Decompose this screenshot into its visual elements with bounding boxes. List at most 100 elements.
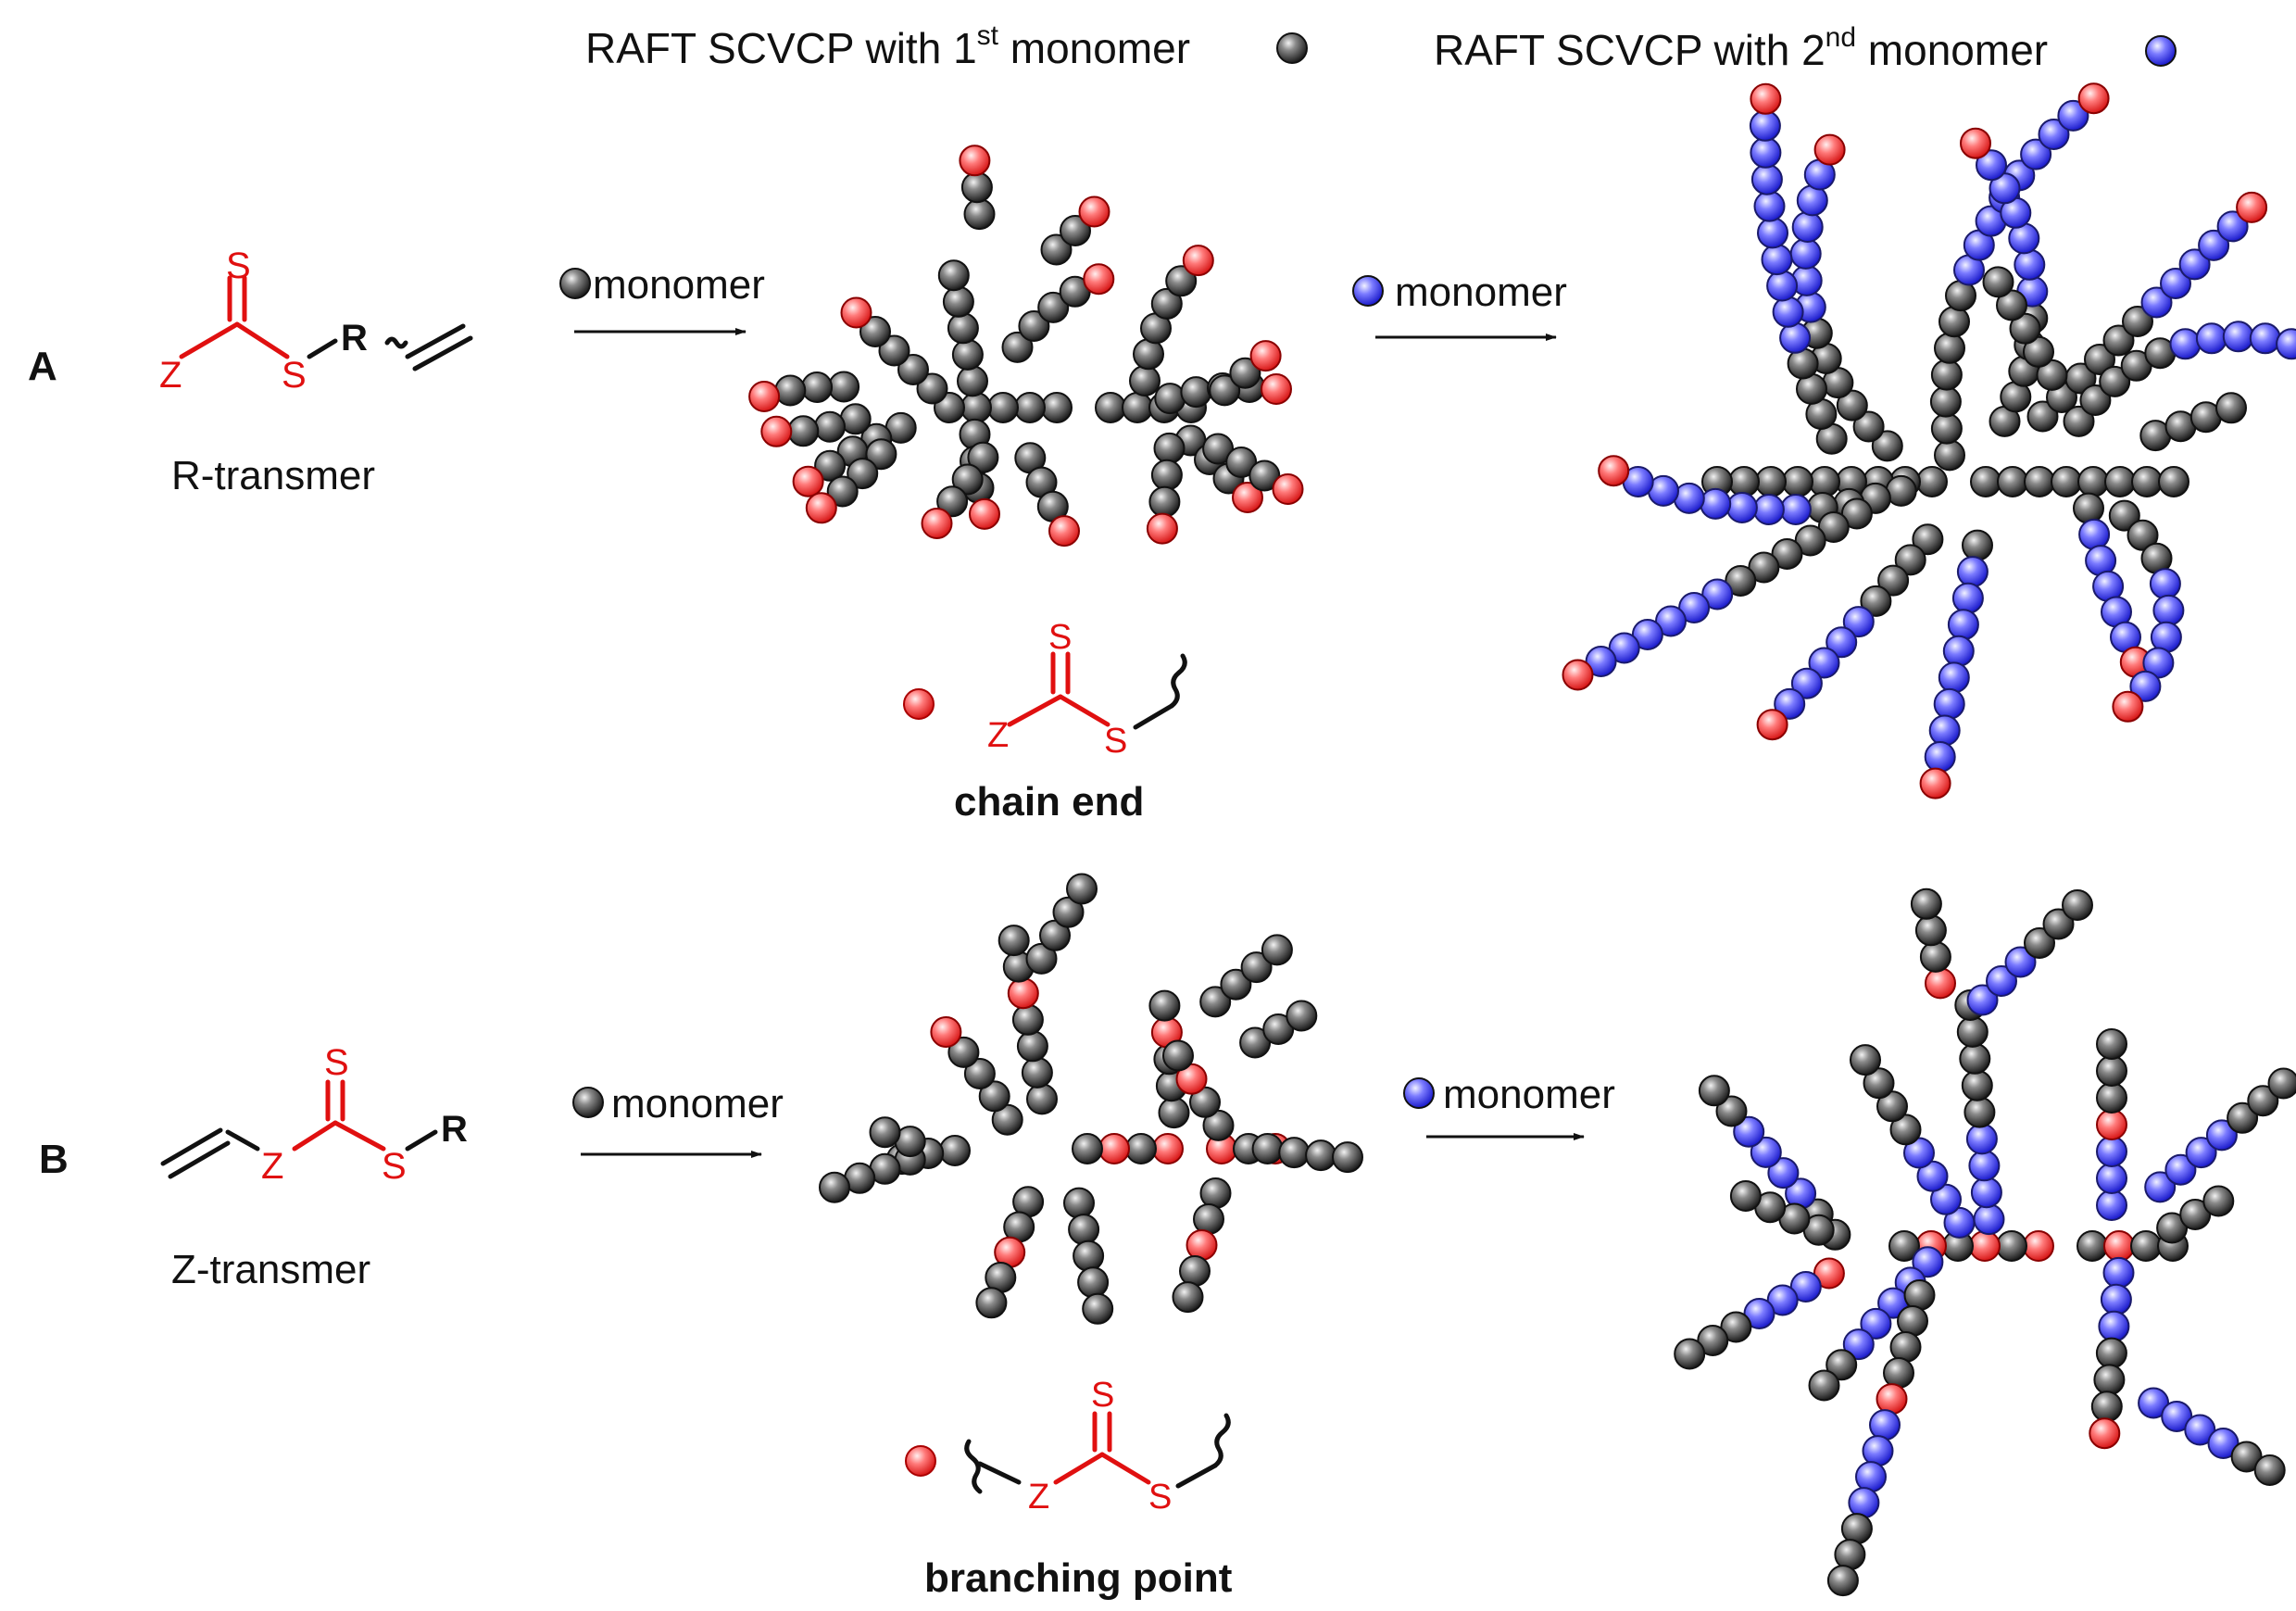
second-monomer-bead (1749, 109, 1781, 142)
second-monomer-bead (1761, 244, 1793, 276)
second-monomer-bead (2078, 518, 2111, 550)
first-monomer-bead (2215, 392, 2247, 424)
first-monomer-bead (2036, 359, 2068, 391)
header-step-2-text: RAFT SCVCP with 2 (1434, 26, 1826, 74)
first-monomer-bead (2247, 1085, 2279, 1117)
second-monomer-bead (2096, 1163, 2127, 1194)
first-monomer-bead (2099, 365, 2131, 397)
second-monomer-bead (2096, 1136, 2127, 1167)
first-monomer-bead (1794, 524, 1826, 557)
header-step-1-suffix: monomer (998, 24, 1190, 72)
second-monomer-bead (2249, 322, 2281, 355)
first-monomer-bead (1040, 233, 1073, 266)
second-monomer-bead (1808, 647, 1840, 679)
second-monomer-bead (1678, 592, 1711, 623)
legend-a-s-side: S (1104, 722, 1127, 761)
raft-group-bead (2096, 1109, 2127, 1140)
first-monomer-bead (865, 438, 897, 471)
first-monomer-bead (1018, 310, 1050, 342)
first-monomer-bead (2042, 908, 2075, 940)
first-monomer-bead (1179, 1255, 1211, 1287)
first-monomer-bead (787, 415, 820, 447)
first-monomer-bead (1153, 432, 1186, 464)
second-monomer-bead (2207, 1428, 2240, 1459)
row-b-arrow-1-label: monomer (611, 1081, 784, 1126)
r-transmer-s-side: S (282, 355, 307, 396)
first-monomer-bead (1011, 1003, 1044, 1036)
second-monomer-bead (1989, 172, 2021, 205)
first-monomer-bead (1840, 1513, 1873, 1545)
raft-group-bead (1249, 340, 1282, 372)
second-monomer-bead (2102, 1256, 2135, 1289)
first-monomer-bead (1938, 306, 1970, 338)
first-monomer-bead (951, 463, 984, 496)
second-monomer-bead (2164, 1153, 2197, 1186)
first-monomer-bead (2009, 312, 2041, 345)
first-monomer-icon (572, 1087, 604, 1118)
raft-group-bead (2112, 690, 2144, 723)
second-monomer-bead (2144, 1171, 2177, 1203)
first-monomer-bead (1037, 291, 1070, 323)
first-monomer-bead (1199, 1177, 1232, 1209)
branching-point-label: branching point (924, 1555, 1233, 1601)
row-a-arrow-1-label: monomer (593, 262, 765, 308)
first-monomer-bead (2096, 1055, 2127, 1087)
second-monomer-bead (1986, 965, 2017, 997)
r-transmer-z: Z (159, 355, 182, 396)
first-monomer-icon (559, 268, 591, 299)
first-monomer-bead (1860, 585, 1892, 617)
first-monomer-bead (951, 338, 984, 371)
first-monomer-bead (1014, 392, 1046, 423)
legend-b-s-top: S (1091, 1376, 1114, 1415)
legend-b-s-side: S (1148, 1478, 1172, 1517)
first-monomer-bead (1202, 1109, 1235, 1141)
raft-group-bead (1969, 1230, 2001, 1262)
first-monomer-bead (1073, 1240, 1105, 1272)
first-monomer-bead (2131, 466, 2163, 497)
second-monomer-bead (1848, 1487, 1880, 1519)
first-monomer-bead (1172, 1281, 1204, 1314)
raft-group-bead (1078, 195, 1110, 228)
second-monomer-bead (2205, 1119, 2238, 1152)
second-monomer-bead (1951, 582, 1984, 614)
second-monomer-bead (1752, 494, 1785, 525)
legend-b-z: Z (1028, 1478, 1049, 1517)
raft-group-bead (1876, 1383, 1908, 1416)
raft-group-bead (1232, 482, 1263, 513)
first-monomer-bead (1698, 1075, 1730, 1107)
first-monomer-bead (1251, 1133, 1284, 1164)
first-monomer-bead (1025, 942, 1058, 975)
legend-a-z: Z (987, 716, 1009, 755)
row-a-arrow-1: monomer (559, 262, 765, 335)
first-monomer-bead (1039, 919, 1071, 951)
second-monomer-bead (1608, 632, 1640, 664)
first-monomer-bead (1970, 466, 2001, 497)
second-monomer-bead (2216, 210, 2249, 243)
first-monomer-bead (1229, 357, 1261, 389)
first-monomer-bead (2077, 466, 2109, 497)
second-monomer-bead (2222, 321, 2254, 353)
first-monomer-bead (1202, 433, 1235, 465)
second-monomer-bead (1869, 1409, 1901, 1441)
second-monomer-bead (1942, 635, 1975, 667)
first-monomer-bead (997, 925, 1030, 957)
second-monomer-bead (1916, 1160, 1949, 1192)
first-monomer-bead (1996, 1230, 2027, 1262)
first-monomer-bead (2095, 1337, 2127, 1369)
first-monomer-bead (1148, 989, 1181, 1022)
first-monomer-bead (1894, 544, 1926, 576)
header-step-1: RAFT SCVCP with 1st monomer (585, 20, 1308, 72)
chain-end-legend: S Z S (903, 618, 1187, 761)
first-monomer-bead (1964, 1096, 1996, 1128)
raft-group-icon (905, 1445, 936, 1477)
first-monomer-bead (801, 371, 834, 403)
svg-text:RAFT SCVCP with 1st monomer: RAFT SCVCP with 1st monomer (585, 20, 1190, 72)
first-monomer-bead (869, 1116, 901, 1149)
raft-group-icon (903, 688, 935, 720)
first-monomer-bead (1072, 1133, 1103, 1164)
second-monomer-bead (1956, 556, 1989, 588)
raft-group-bead (1083, 263, 1115, 296)
header-step-1-text: RAFT SCVCP with 1 (585, 24, 977, 72)
raft-group-bead (805, 492, 837, 524)
